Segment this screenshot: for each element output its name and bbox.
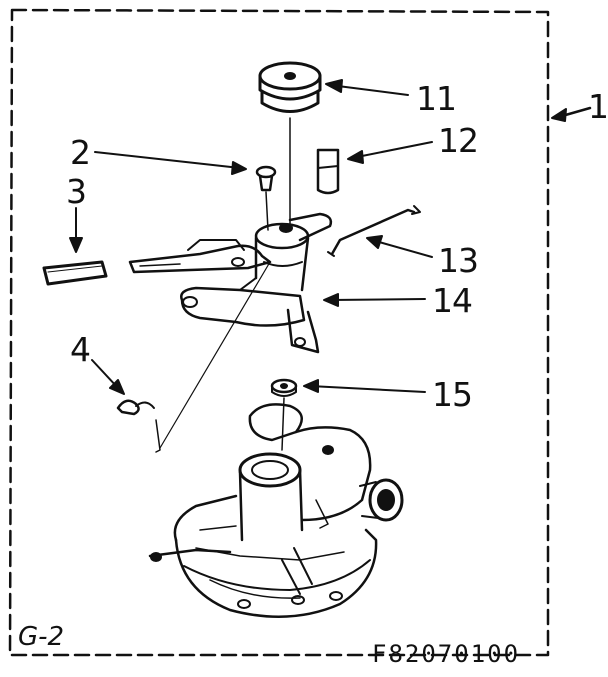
callout-14-arrow	[324, 294, 425, 306]
callout-2-arrow	[95, 152, 246, 174]
callout-4-label: 4	[70, 330, 91, 369]
callout-3-label: 3	[66, 172, 87, 211]
pad-icon	[44, 262, 106, 284]
wire-clip-icon	[118, 401, 160, 452]
callout-11-label: 11	[416, 79, 457, 118]
callout-13-label: 13	[438, 241, 479, 280]
callout-12-label: 12	[438, 121, 479, 160]
motor-bracket-icon	[130, 214, 331, 352]
callout-11-arrow	[326, 80, 408, 95]
callout-12-arrow	[348, 142, 432, 163]
corner-label: G-2	[18, 622, 65, 652]
callout-4-arrow	[92, 360, 124, 394]
callout-15-arrow	[304, 380, 425, 392]
spring-wire-icon	[328, 206, 420, 256]
pulley-icon	[260, 63, 320, 224]
screw-icon	[257, 167, 275, 230]
callout-15-label: 15	[432, 375, 473, 414]
pump-housing	[150, 404, 402, 616]
callout-3-arrow	[70, 208, 82, 252]
nut-icon	[272, 380, 296, 450]
callout-assembly-label: 1	[588, 87, 608, 126]
figure-code: F82070100	[372, 640, 521, 668]
leader-line	[160, 262, 270, 448]
callout-2-label: 2	[70, 133, 91, 172]
callout-1-arrow	[552, 108, 590, 121]
clip-icon	[318, 150, 338, 193]
assembly-frame	[10, 10, 548, 655]
callout-13-arrow	[367, 236, 432, 257]
callout-14-label: 14	[432, 281, 473, 320]
